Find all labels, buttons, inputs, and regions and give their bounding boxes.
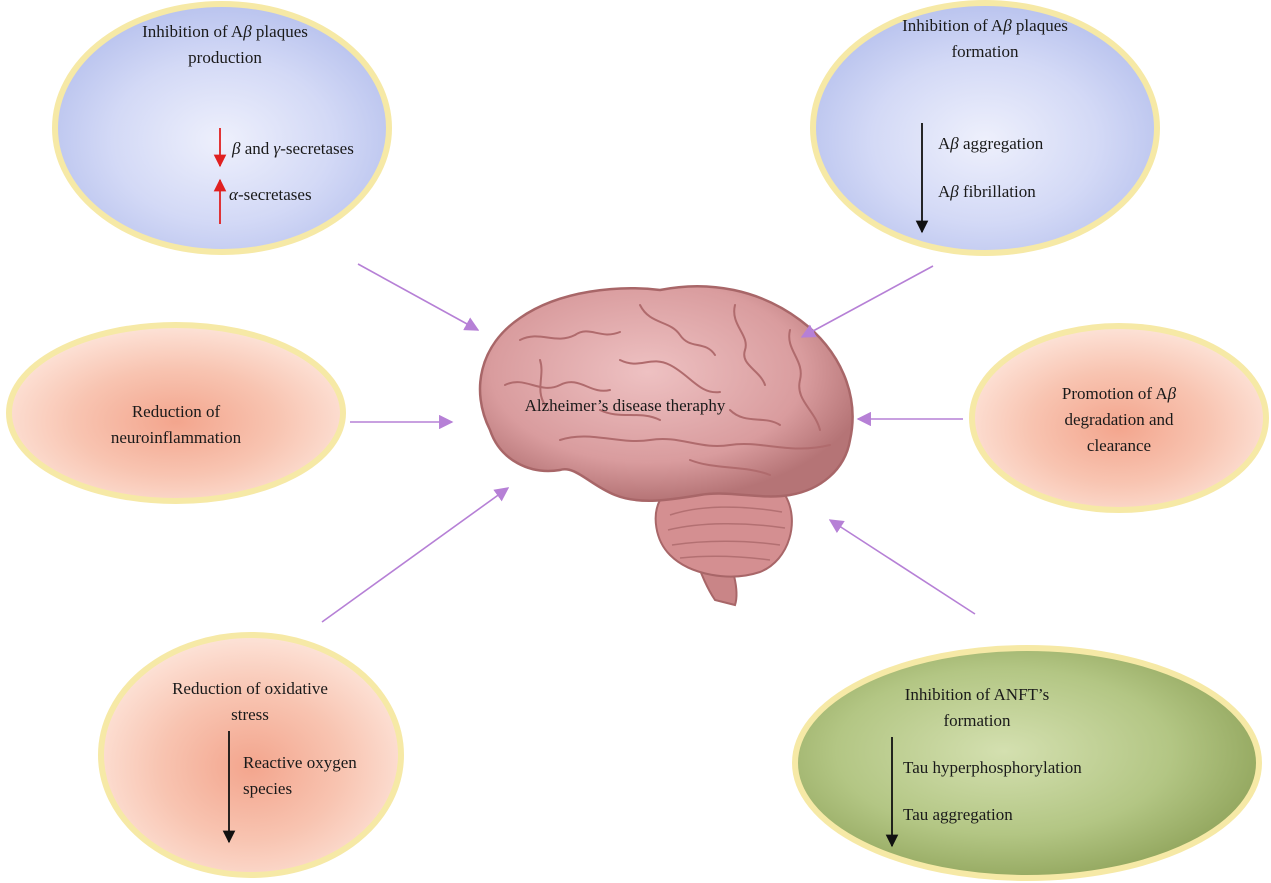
formation-item-aggregation: Aβ aggregation: [938, 134, 1044, 153]
oxidative-item: Reactive oxygen species: [243, 753, 357, 798]
production-title: Inhibition of Aβ plaques production: [142, 22, 308, 67]
ellipse-oxidative: [98, 632, 404, 878]
ellipse-formation: [810, 0, 1160, 256]
production-down-item: β and γ-secretases: [232, 139, 354, 158]
formation-item-fibrillation: Aβ fibrillation: [938, 182, 1036, 201]
ellipse-degradation: [969, 323, 1269, 513]
brain-illustration: [478, 285, 854, 607]
neuroinflammation-text: Reduction of neuroinflammation: [110, 402, 242, 447]
arrow-anft-to-brain: [828, 519, 976, 615]
ellipse-anft: [792, 645, 1262, 881]
degradation-text: Promotion of Aβ degradation and clearanc…: [1061, 384, 1177, 455]
production-up-item: α-secretases: [229, 185, 312, 204]
arrow-oxidative-to-brain: [321, 487, 510, 623]
arrow-formation-to-brain: [800, 265, 934, 338]
cerebrum: [478, 285, 854, 503]
ellipse-production: [52, 1, 392, 255]
anft-title: Inhibition of ANFT’s formation: [904, 685, 1050, 730]
oxidative-title: Reduction of oxidative stress: [172, 679, 328, 724]
ellipse-neuroinflammation: [6, 322, 346, 504]
formation-title: Inhibition of Aβ plaques formation: [902, 16, 1068, 61]
center-label: Alzheimer’s disease theraphy: [524, 396, 726, 415]
anft-item-aggregation: Tau aggregation: [903, 805, 1013, 824]
arrow-production-to-brain: [357, 263, 480, 331]
anft-item-hyperphosphorylation: Tau hyperphosphorylation: [903, 758, 1082, 777]
